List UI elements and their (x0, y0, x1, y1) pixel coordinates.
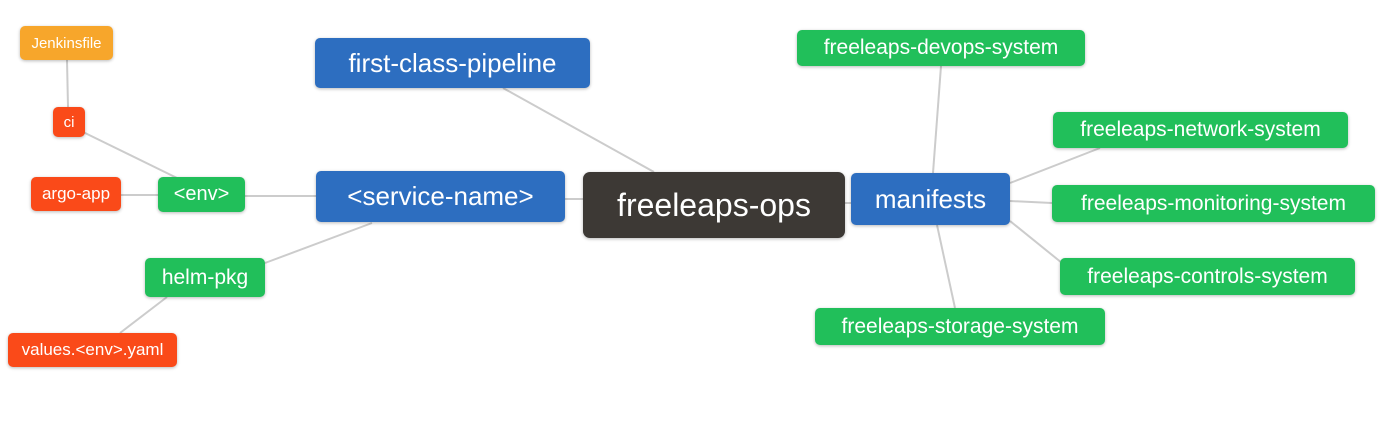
node-freeleaps-monitoring-system[interactable]: freeleaps-monitoring-system (1052, 185, 1375, 222)
edge-ci-env (82, 131, 178, 179)
node-ci[interactable]: ci (53, 107, 85, 137)
edge-manifests-monitoring (1009, 200, 1053, 204)
node-jenkinsfile[interactable]: Jenkinsfile (20, 26, 113, 60)
edge-manifests-network (1009, 147, 1101, 184)
edge-helm-pkg-service-name (264, 222, 373, 264)
edge-manifests-devops (932, 65, 942, 174)
edge-jenkinsfile-ci (66, 59, 69, 108)
edge-manifests-storage (936, 224, 956, 309)
node-values-env-yaml[interactable]: values.<env>.yaml (8, 333, 177, 367)
edge-manifests-controls (1009, 220, 1063, 264)
node-freeleaps-storage-system[interactable]: freeleaps-storage-system (815, 308, 1105, 345)
node-root-freeleaps-ops[interactable]: freeleaps-ops (583, 172, 845, 238)
node-first-class-pipeline[interactable]: first-class-pipeline (315, 38, 590, 88)
node-service-name[interactable]: <service-name> (316, 171, 565, 222)
edge-values-helm-pkg (119, 296, 168, 334)
node-freeleaps-devops-system[interactable]: freeleaps-devops-system (797, 30, 1085, 66)
node-argo-app[interactable]: argo-app (31, 177, 121, 211)
node-env[interactable]: <env> (158, 177, 245, 212)
node-manifests[interactable]: manifests (851, 173, 1010, 225)
node-helm-pkg[interactable]: helm-pkg (145, 258, 265, 297)
edge-pipeline-root (502, 87, 655, 173)
node-freeleaps-controls-system[interactable]: freeleaps-controls-system (1060, 258, 1355, 295)
node-freeleaps-network-system[interactable]: freeleaps-network-system (1053, 112, 1348, 148)
